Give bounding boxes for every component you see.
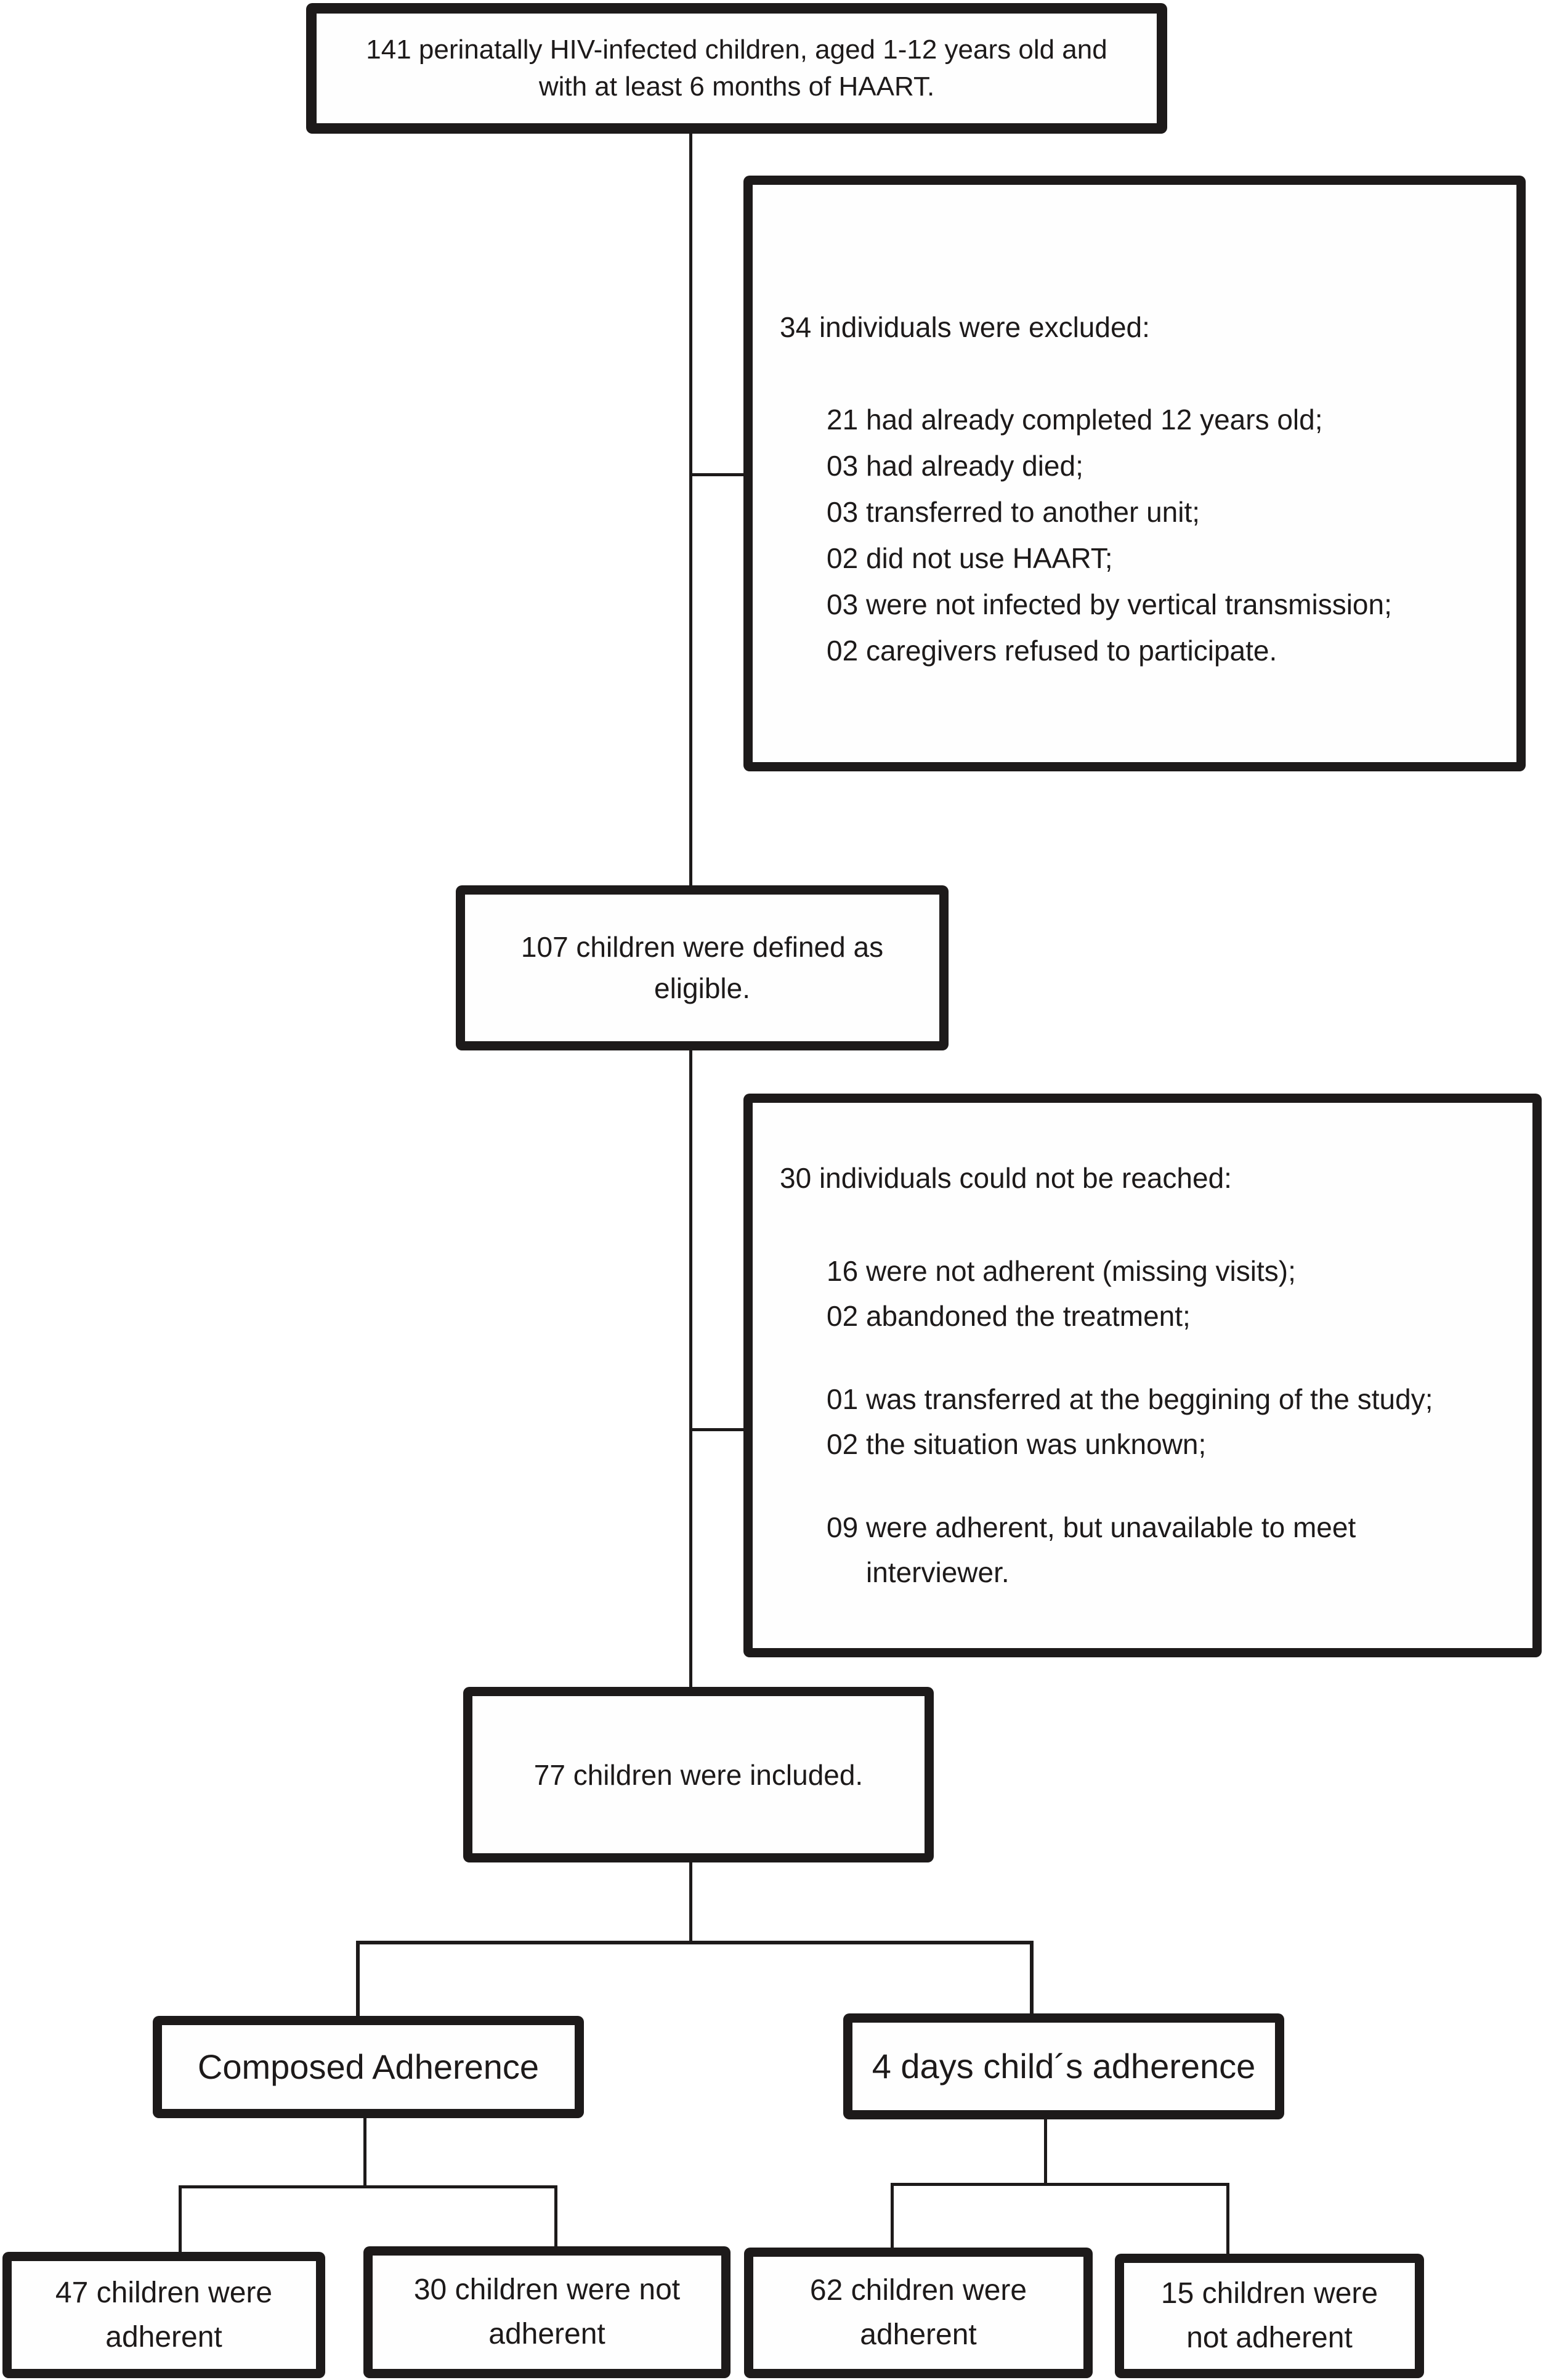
eligible-text: 107 children were defined as eligible. (520, 931, 884, 1004)
box-not-reached: 30 individuals could not be reached: 16 … (743, 1094, 1542, 1657)
excluded-item: 03 transferred to another unit; (827, 496, 1200, 528)
connector-to-outcome-47 (179, 2185, 182, 2254)
box-outcome-four-days-not-adherent: 15 children were not adherent (1115, 2254, 1424, 2378)
not-reached-item: 02 abandoned the treatment; (827, 1300, 1191, 1332)
excluded-list: 21 had already completed 12 years old; 0… (827, 397, 1498, 674)
box-outcome-composed-adherent: 47 children were adherent (2, 2252, 325, 2378)
outcome-line: 47 children were (55, 2276, 273, 2309)
box-outcome-four-days-adherent: 62 children were adherent (744, 2248, 1093, 2378)
outcome-line: 15 children were (1160, 2277, 1378, 2310)
outcome-line: 62 children were (809, 2274, 1027, 2307)
connector-to-outcome-62 (891, 2183, 894, 2250)
connector-top-to-eligible (689, 131, 692, 890)
not-reached-group: 09 were adherent, but unavailable to mee… (827, 1505, 1514, 1595)
box-excluded: 34 individuals were excluded: 21 had alr… (743, 176, 1526, 771)
connector-four-days-split (891, 2183, 1229, 2186)
composed-adherence-label: Composed Adherence (197, 2047, 540, 2086)
connector-to-not-reached-box (690, 1428, 747, 1431)
outcome-line: adherent (860, 2318, 977, 2351)
not-reached-title: 30 individuals could not be reached: (780, 1162, 1232, 1194)
outcome-line: adherent (488, 2318, 605, 2350)
box-four-days-adherence: 4 days child´s adherence (843, 2013, 1284, 2119)
excluded-item: 03 were not infected by vertical transmi… (827, 588, 1392, 620)
connector-to-composed-box (356, 1941, 360, 2018)
excluded-item: 02 did not use HAART; (827, 542, 1113, 574)
connector-four-days-to-split (1044, 2117, 1047, 2186)
study-population-text: 141 perinatally HIV-infected children, a… (366, 35, 1107, 102)
not-reached-item: 16 were not adherent (missing visits); (827, 1255, 1296, 1287)
connector-included-to-split (689, 1861, 692, 1944)
excluded-item: 21 had already completed 12 years old; (827, 404, 1323, 436)
box-composed-adherence: Composed Adherence (153, 2016, 584, 2118)
excluded-title: 34 individuals were excluded: (780, 311, 1150, 343)
outcome-line: not adherent (1186, 2321, 1353, 2354)
not-reached-item: 02 the situation was unknown; (827, 1428, 1207, 1460)
connector-composed-split (179, 2185, 557, 2188)
connector-to-outcome-30 (554, 2185, 557, 2249)
four-days-adherence-label: 4 days child´s adherence (872, 2047, 1256, 2086)
not-reached-item-continuation: interviewer. (866, 1556, 1010, 1588)
connector-eligible-to-included (689, 1047, 692, 1689)
connector-to-four-days-box (1030, 1941, 1034, 2016)
outcome-line: adherent (105, 2320, 222, 2354)
not-reached-item: 01 was transferred at the beggining of t… (827, 1383, 1433, 1415)
excluded-item: 03 had already died; (827, 450, 1083, 482)
included-text: 77 children were included. (533, 1758, 864, 1791)
outcome-line: 30 children were not (413, 2273, 681, 2306)
connector-to-excluded-box (690, 473, 747, 476)
box-eligible: 107 children were defined as eligible. (456, 885, 949, 1050)
box-included: 77 children were included. (463, 1687, 934, 1862)
box-study-population: 141 perinatally HIV-infected children, a… (306, 3, 1167, 134)
not-reached-group: 16 were not adherent (missing visits); 0… (827, 1249, 1514, 1339)
connector-branch-split (356, 1941, 1034, 1944)
connector-to-outcome-15 (1226, 2183, 1229, 2256)
box-outcome-composed-not-adherent: 30 children were not adherent (363, 2246, 731, 2378)
excluded-item: 02 caregivers refused to participate. (827, 635, 1277, 667)
not-reached-group: 01 was transferred at the beggining of t… (827, 1377, 1514, 1467)
not-reached-item: 09 were adherent, but unavailable to mee… (827, 1511, 1356, 1543)
connector-composed-to-split (363, 2116, 366, 2188)
